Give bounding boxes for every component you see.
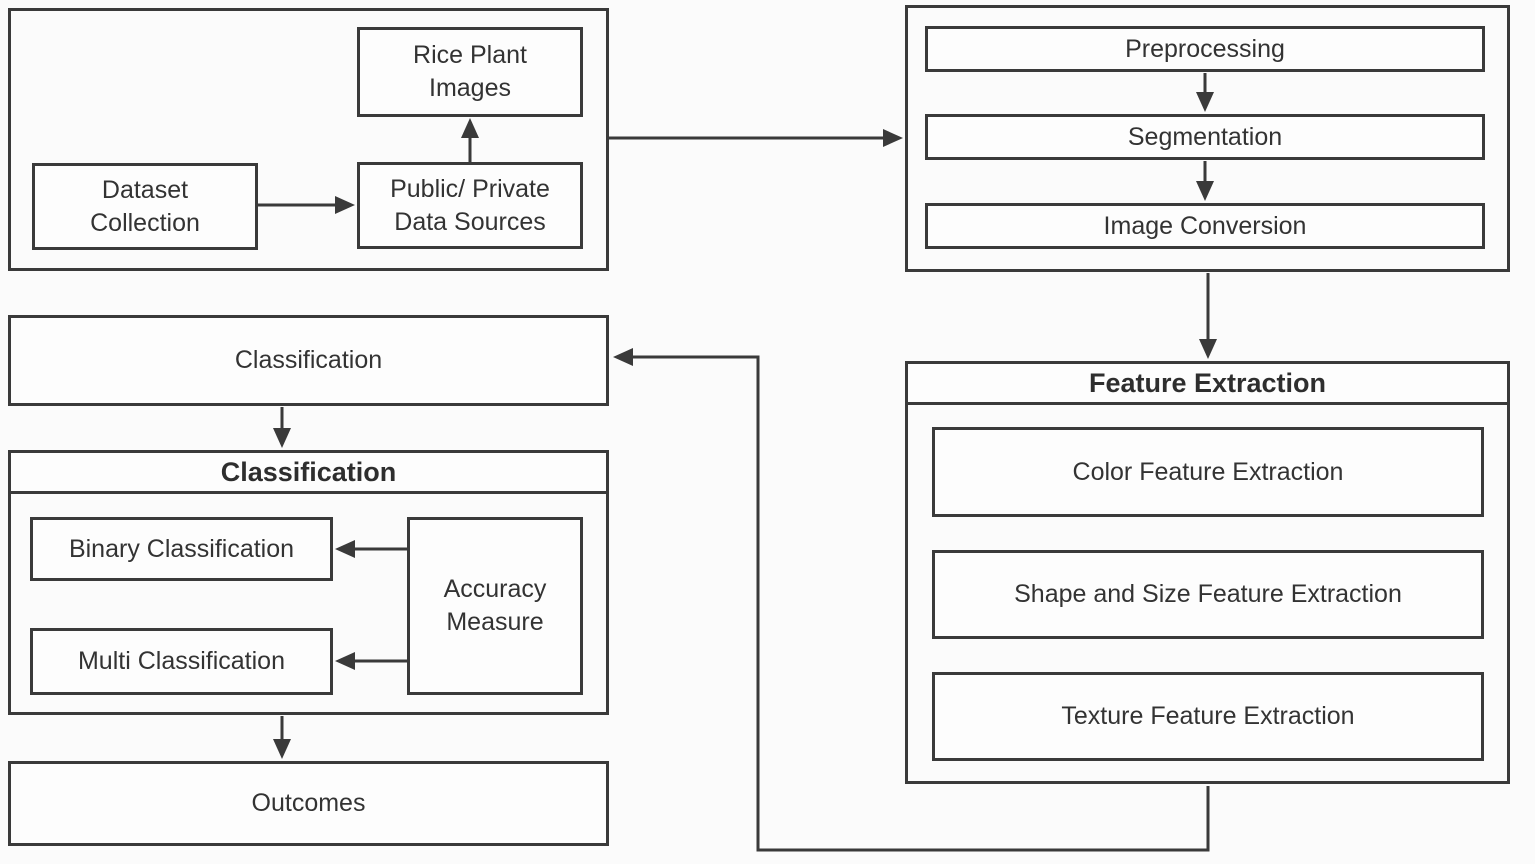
node-preprocessing-label: Preprocessing [1125, 34, 1285, 63]
node-segmentation: Segmentation [925, 114, 1485, 160]
node-public-private-data-sources-label: Public/ Private Data Sources [390, 174, 550, 236]
arrow-preprocessing-to-feature-extraction [1199, 273, 1217, 359]
node-shape-size-feature-extraction-label: Shape and Size Feature Extraction [1014, 580, 1402, 608]
dataset-collection-group-frame [8, 8, 609, 271]
node-classification-stage-label: Classification [234, 346, 383, 374]
feature-extraction-group-frame: Feature Extraction [905, 361, 1510, 784]
node-color-feature-extraction-label: Color Feature Extraction [1072, 457, 1344, 486]
node-image-conversion: Image Conversion [925, 203, 1485, 249]
node-color-feature-extraction: Color Feature Extraction [932, 427, 1484, 517]
node-segmentation-label: Segmentation [1127, 122, 1283, 151]
arrow-segmentation-to-conversion [1196, 161, 1214, 201]
classification-group-frame: Classification [8, 450, 609, 715]
node-accuracy-measure: Accuracy Measure [407, 517, 583, 695]
arrow-feature-extraction-to-classification [613, 348, 1210, 852]
node-dataset-collection: Dataset Collection [32, 163, 258, 250]
node-multi-classification: Multi Classification [30, 628, 333, 695]
node-classification-stage: Classification [8, 315, 609, 406]
arrow-classification-to-classification-group [273, 407, 291, 448]
node-accuracy-measure-label: Accuracy Measure [443, 575, 547, 636]
arrow-accuracy-to-multi [335, 652, 407, 670]
node-binary-classification-label: Binary Classification [68, 534, 295, 563]
node-outcomes: Outcomes [8, 761, 609, 846]
node-texture-feature-extraction-label: Texture Feature Extraction [1061, 702, 1355, 730]
preprocessing-group-frame [905, 5, 1510, 272]
node-shape-size-feature-extraction: Shape and Size Feature Extraction [932, 550, 1484, 639]
node-public-private-data-sources: Public/ Private Data Sources [357, 162, 583, 249]
node-texture-feature-extraction: Texture Feature Extraction [932, 672, 1484, 761]
arrow-accuracy-to-binary [335, 540, 407, 558]
arrow-dataset-to-sources [258, 196, 355, 214]
node-rice-plant-images-label: Rice Plant Images [413, 41, 527, 102]
arrow-sources-to-rice-images [461, 118, 479, 162]
arrow-classification-group-to-outcomes [273, 716, 291, 759]
arrow-preprocessing-to-segmentation [1196, 73, 1214, 112]
node-binary-classification: Binary Classification [30, 517, 333, 581]
classification-group-title: Classification [11, 453, 606, 494]
node-preprocessing: Preprocessing [925, 26, 1485, 72]
node-rice-plant-images: Rice Plant Images [357, 27, 583, 117]
node-dataset-collection-label: Dataset Collection [90, 175, 200, 237]
node-image-conversion-label: Image Conversion [1103, 211, 1307, 240]
feature-extraction-group-title: Feature Extraction [908, 364, 1507, 405]
node-multi-classification-label: Multi Classification [77, 647, 285, 675]
node-outcomes-label: Outcomes [251, 789, 366, 817]
arrow-datasetgroup-to-preprocessing [609, 129, 903, 147]
